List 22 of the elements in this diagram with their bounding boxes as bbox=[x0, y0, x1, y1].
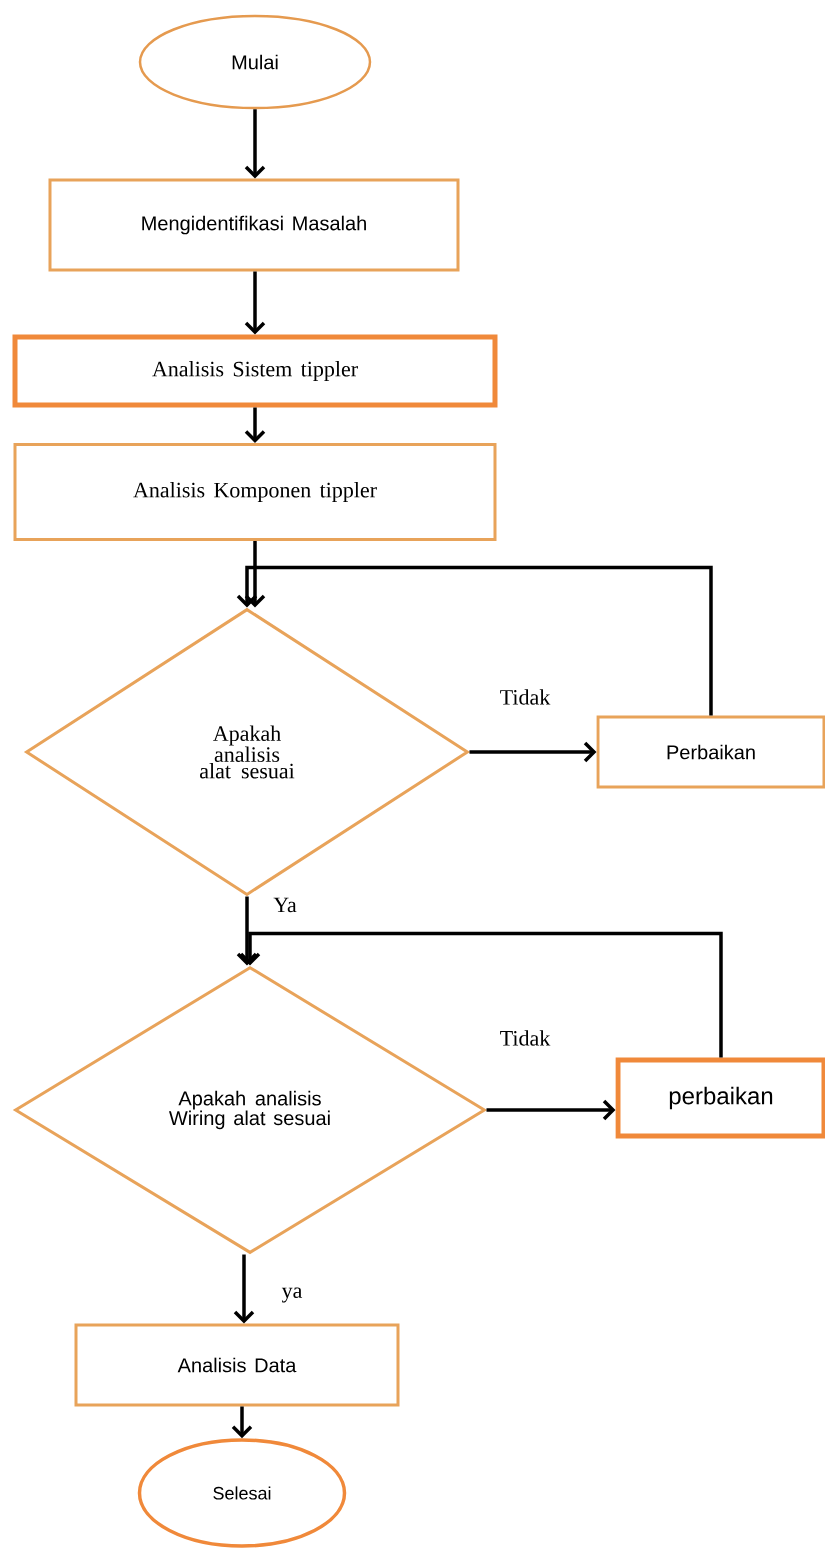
process-box: Mengidentifikasi Masalah bbox=[48, 178, 460, 272]
arrow bbox=[244, 109, 266, 179]
process-box: Perbaikan bbox=[596, 715, 825, 789]
edge-label: Tidak bbox=[500, 689, 551, 705]
arrow bbox=[244, 271, 266, 335]
arrow bbox=[236, 896, 258, 966]
edge-label: Ya bbox=[273, 897, 297, 913]
edge-label: ya bbox=[281, 1287, 303, 1303]
process-box: perbaikan bbox=[615, 1057, 825, 1139]
end-oval: Selesai bbox=[137, 1438, 347, 1548]
arrow bbox=[469, 741, 597, 763]
arrow bbox=[239, 931, 723, 1058]
start-oval: Mulai bbox=[138, 14, 372, 110]
process-box: Analisis Data bbox=[74, 1323, 400, 1407]
process-box: Analisis Sistem tippler bbox=[12, 334, 498, 408]
process-box: Analisis Komponen tippler bbox=[13, 443, 497, 541]
arrow bbox=[244, 407, 266, 443]
arrow bbox=[233, 1254, 255, 1324]
edge-label: Tidak bbox=[500, 1030, 551, 1046]
arrow bbox=[236, 565, 713, 716]
arrow bbox=[231, 1406, 253, 1439]
arrow bbox=[486, 1099, 616, 1121]
